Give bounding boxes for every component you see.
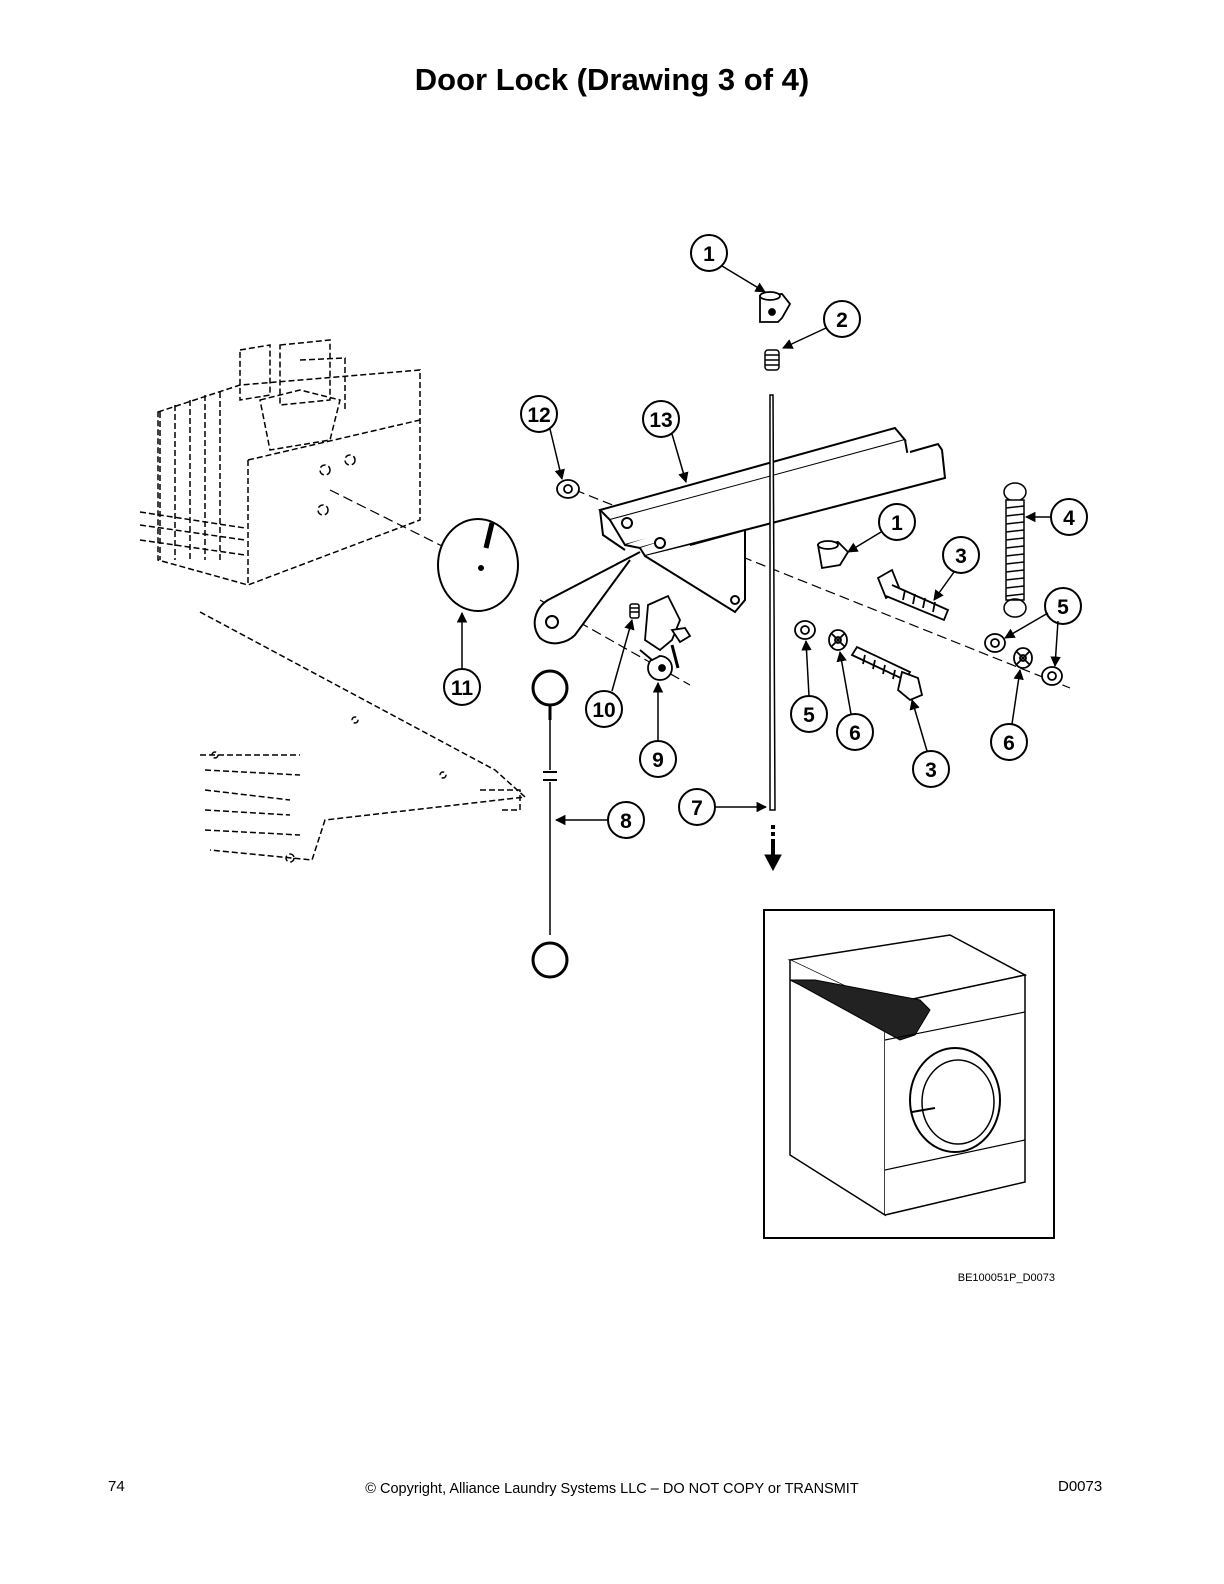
callout-1-top: 1: [703, 243, 715, 266]
callout-10: 10: [592, 699, 615, 722]
document-id: D0073: [1058, 1478, 1103, 1495]
callout-3-upper: 3: [955, 545, 967, 568]
callout-4: 4: [1063, 507, 1075, 530]
callout-5-right: 5: [1057, 596, 1069, 619]
callout-bubbles: [443, 234, 1088, 839]
set-collar-top: [759, 291, 792, 323]
channel-bracket: [533, 426, 947, 645]
hex-bolt-lower: [850, 645, 924, 702]
set-screw: [764, 349, 780, 371]
callout-6-left: 6: [849, 722, 861, 745]
callout-3-lower: 3: [925, 759, 937, 782]
hex-bolt-upper: [876, 568, 950, 622]
nuts-and-washers: [794, 620, 1063, 686]
callout-13: 13: [649, 409, 672, 432]
page-title: Door Lock (Drawing 3 of 4): [414, 62, 810, 97]
drawing-id: BE100051P_D0073: [957, 1272, 1055, 1284]
callout-5-left: 5: [803, 704, 815, 727]
set-collar-middle: [816, 540, 850, 570]
machine-location-inset: [763, 909, 1055, 1239]
callout-8: 8: [620, 810, 632, 833]
callout-6-right: 6: [1003, 732, 1015, 755]
callout-7: 7: [691, 797, 703, 820]
callout-9: 9: [652, 749, 664, 772]
cam-disc: [437, 518, 519, 612]
extension-spring: [1003, 482, 1027, 618]
callout-2: 2: [836, 309, 848, 332]
latch-lever: [639, 594, 692, 681]
callout-11: 11: [451, 677, 474, 700]
callout-12: 12: [527, 404, 550, 427]
pull-cable: [531, 669, 569, 979]
copyright-notice: © Copyright, Alliance Laundry Systems LL…: [365, 1481, 859, 1497]
page-number: 74: [108, 1478, 125, 1495]
lock-rod: [764, 394, 782, 872]
callout-1-middle: 1: [891, 512, 903, 535]
phantom-lock-housing: [139, 339, 527, 863]
leader-lines: [456, 265, 1061, 826]
small-set-screw: [629, 603, 640, 619]
hex-nut-12: [556, 479, 580, 499]
